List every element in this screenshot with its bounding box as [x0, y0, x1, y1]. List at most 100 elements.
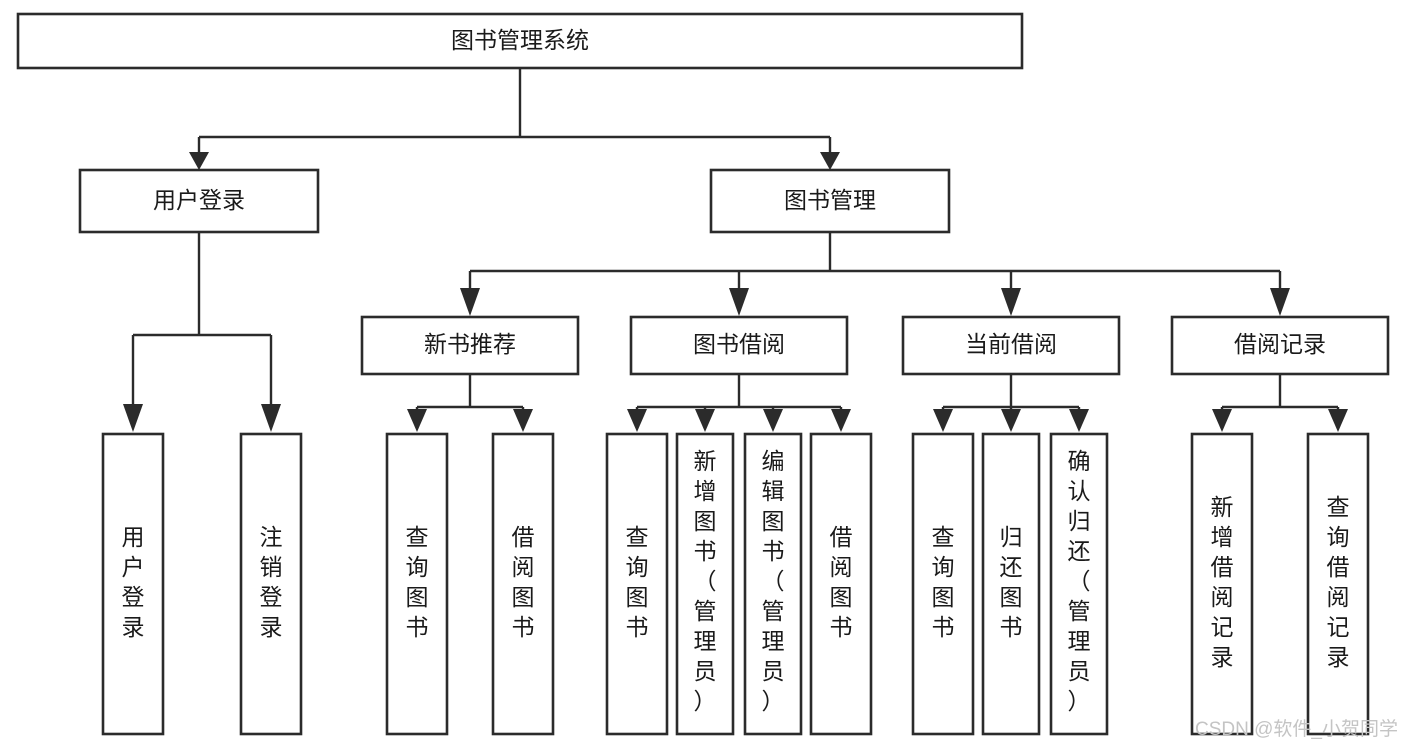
node-borrow-record-box[interactable] — [1170, 315, 1390, 376]
node-leaf-add-record-box[interactable] — [1190, 432, 1254, 736]
vertical-label-char: 户 — [122, 554, 145, 580]
vertical-label-char: 询 — [932, 554, 955, 580]
node-new-book-recommend-box[interactable] — [360, 315, 580, 376]
vertical-label-char: 管 — [762, 598, 785, 624]
node-new-book-recommend[interactable]: 新书推荐 — [360, 315, 580, 376]
vertical-label-char: 书 — [694, 538, 717, 564]
vertical-label-char: 登 — [122, 584, 145, 610]
connector-user-login-to-leaves — [131, 232, 273, 404]
connector-new-book-recommend-to-leaves — [415, 374, 525, 412]
node-leaf-user-login[interactable]: 用户登录 — [101, 432, 165, 736]
node-book-manage-label: 图书管理 — [784, 187, 876, 213]
node-leaf-confirm-return-box[interactable] — [1049, 432, 1109, 736]
arrow-head-leaf-confirm-return — [1069, 409, 1089, 432]
vertical-label-char: 书 — [406, 614, 429, 640]
vertical-label-char: 图 — [830, 584, 853, 610]
connector-book-borrow-to-leaves — [635, 374, 843, 412]
vertical-label-char: 询 — [626, 554, 649, 580]
node-root[interactable]: 图书管理系统 — [16, 12, 1024, 70]
arrow-head-leaf-query-record — [1328, 409, 1348, 432]
vertical-label-char: 员 — [762, 658, 785, 684]
node-leaf-logout-box[interactable] — [239, 432, 303, 736]
vertical-label-char: 录 — [122, 614, 145, 640]
vertical-label-char: 录 — [1327, 644, 1350, 670]
vertical-label-char: 书 — [512, 614, 535, 640]
node-leaf-query-book-1-box[interactable] — [385, 432, 449, 736]
vertical-label-char: ） — [694, 688, 717, 714]
vertical-label-char: 理 — [762, 628, 785, 654]
vertical-label-char: 书 — [932, 614, 955, 640]
vertical-label-char: 图 — [406, 584, 429, 610]
arrow-head-leaf-query-book-1 — [407, 409, 427, 432]
node-current-borrow[interactable]: 当前借阅 — [901, 315, 1121, 376]
node-leaf-edit-book-box[interactable] — [743, 432, 803, 736]
node-current-borrow-label: 当前借阅 — [965, 331, 1057, 357]
vertical-label-char: 增 — [1211, 524, 1234, 550]
node-leaf-query-book-3-box[interactable] — [911, 432, 975, 736]
vertical-label-char: 员 — [694, 658, 717, 684]
vertical-label-char: （ — [1068, 568, 1091, 594]
vertical-label-char: 登 — [260, 584, 283, 610]
vertical-label-char: 询 — [406, 554, 429, 580]
csdn-watermark: CSDN @软件_小贺同学 — [1195, 718, 1398, 740]
vertical-label-char: 书 — [626, 614, 649, 640]
arrow-head-leaf-borrow-book-2 — [831, 409, 851, 432]
vertical-label-char: （ — [762, 568, 785, 594]
vertical-label-char: 归 — [1068, 508, 1091, 534]
node-leaf-borrow-book-1-box[interactable] — [491, 432, 555, 736]
vertical-label-char: 理 — [1068, 628, 1091, 654]
vertical-label-char: 还 — [1068, 538, 1091, 564]
node-root-box[interactable] — [16, 12, 1024, 70]
node-leaf-add-book-box[interactable] — [675, 432, 735, 736]
vertical-label-char: 辑 — [762, 478, 785, 504]
vertical-label-char: 记 — [1211, 614, 1234, 640]
node-borrow-record[interactable]: 借阅记录 — [1170, 315, 1390, 376]
node-current-borrow-box[interactable] — [901, 315, 1121, 376]
vertical-label-char: 书 — [762, 538, 785, 564]
vertical-label-char: 理 — [694, 628, 717, 654]
vertical-label-char: 确 — [1068, 448, 1091, 474]
node-leaf-query-book-2-box[interactable] — [605, 432, 669, 736]
vertical-label-char: 注 — [260, 524, 283, 550]
node-user-login-box[interactable] — [78, 168, 320, 234]
node-leaf-borrow-book-2-box[interactable] — [809, 432, 873, 736]
vertical-label-char: 查 — [1327, 494, 1350, 520]
vertical-label-char: 查 — [406, 524, 429, 550]
node-book-manage-box[interactable] — [709, 168, 951, 234]
vertical-label-char: 借 — [1327, 554, 1350, 580]
node-leaf-return-book-box[interactable] — [981, 432, 1041, 736]
node-user-login[interactable]: 用户登录 — [78, 168, 320, 234]
node-borrow-record-label: 借阅记录 — [1234, 331, 1326, 357]
vertical-label-char: 图 — [694, 508, 717, 534]
vertical-label-char: 还 — [1000, 554, 1023, 580]
node-leaf-user-login-box[interactable] — [101, 432, 165, 736]
node-book-borrow[interactable]: 图书借阅 — [629, 315, 849, 376]
vertical-label-char: 新 — [694, 448, 717, 474]
node-book-borrow-box[interactable] — [629, 315, 849, 376]
arrow-head-leaf-query-book-3 — [933, 409, 953, 432]
vertical-label-char: 图 — [762, 508, 785, 534]
node-book-manage[interactable]: 图书管理 — [709, 168, 951, 234]
connector-root-to-level2 — [197, 68, 832, 152]
node-leaf-query-record-box[interactable] — [1306, 432, 1370, 736]
